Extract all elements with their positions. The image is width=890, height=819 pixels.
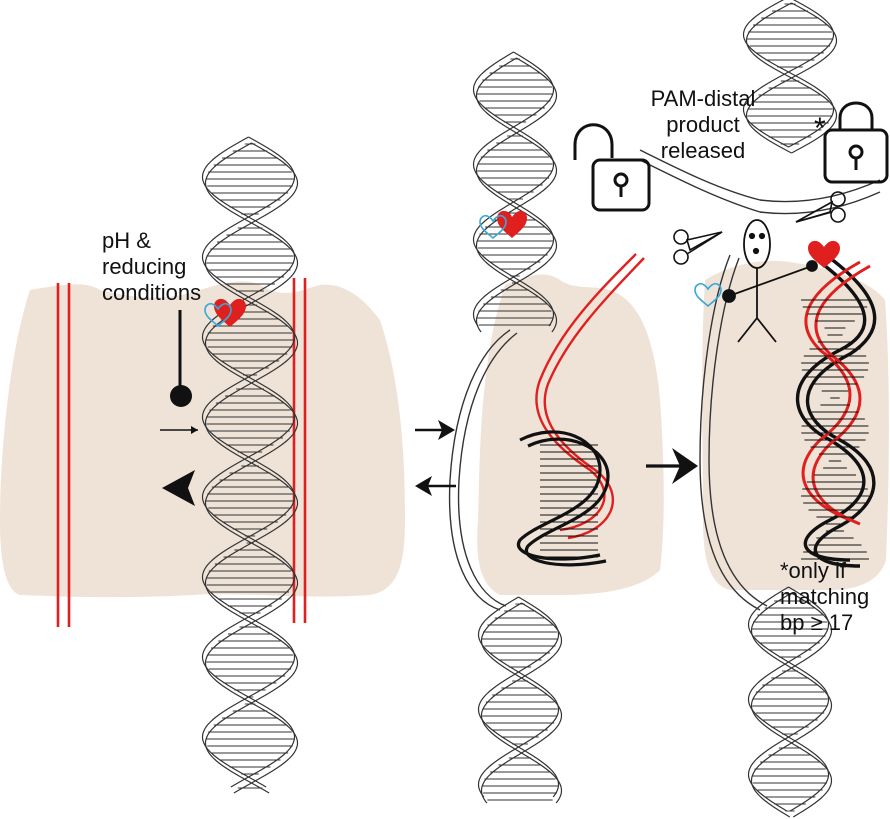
arrow-icon [415,420,455,440]
heteroduplex-3 [796,256,877,568]
scissors-icon [673,229,723,265]
released-line-3: released [660,138,746,163]
released-label: PAM-distal product released [638,86,768,164]
footnote-line-3: bp ≥ 17 [780,610,854,635]
protein-blob-1 [0,281,405,598]
stick-figure [722,219,818,343]
conditions-label: pH & reducing conditions [102,228,201,306]
footnote-line-1: *only if [780,558,847,583]
heart-icon [808,240,840,268]
footnote-line-2: matching [780,584,870,609]
released-line-1: PAM-distal [650,86,756,111]
arrow-icon [646,448,698,484]
scissors-icon [795,191,846,223]
footnote-label: *only if matching bp ≥ 17 [780,558,869,636]
protein-blob-3 [702,260,889,590]
arrow-icon [415,476,456,496]
conditions-line-2: reducing [102,254,187,279]
heart-icon [479,215,507,240]
conditions-line-3: conditions [102,280,202,305]
heart-icon [694,283,722,308]
unlocked-padlock-icon [573,123,651,212]
locked-padlock-icon [823,101,889,184]
guide-rna-lines-1 [56,278,307,627]
guide-rna-strand-2 [516,253,645,567]
heart-icon [204,303,232,328]
conditions-line-1: pH & [102,228,151,253]
lock-asterisk: * [814,112,826,145]
arrow-icon [162,470,195,506]
dna-helix-1 [201,136,299,794]
condition-pin [160,310,198,434]
dna-helix-2 [448,51,563,804]
released-line-2: product [666,112,740,137]
